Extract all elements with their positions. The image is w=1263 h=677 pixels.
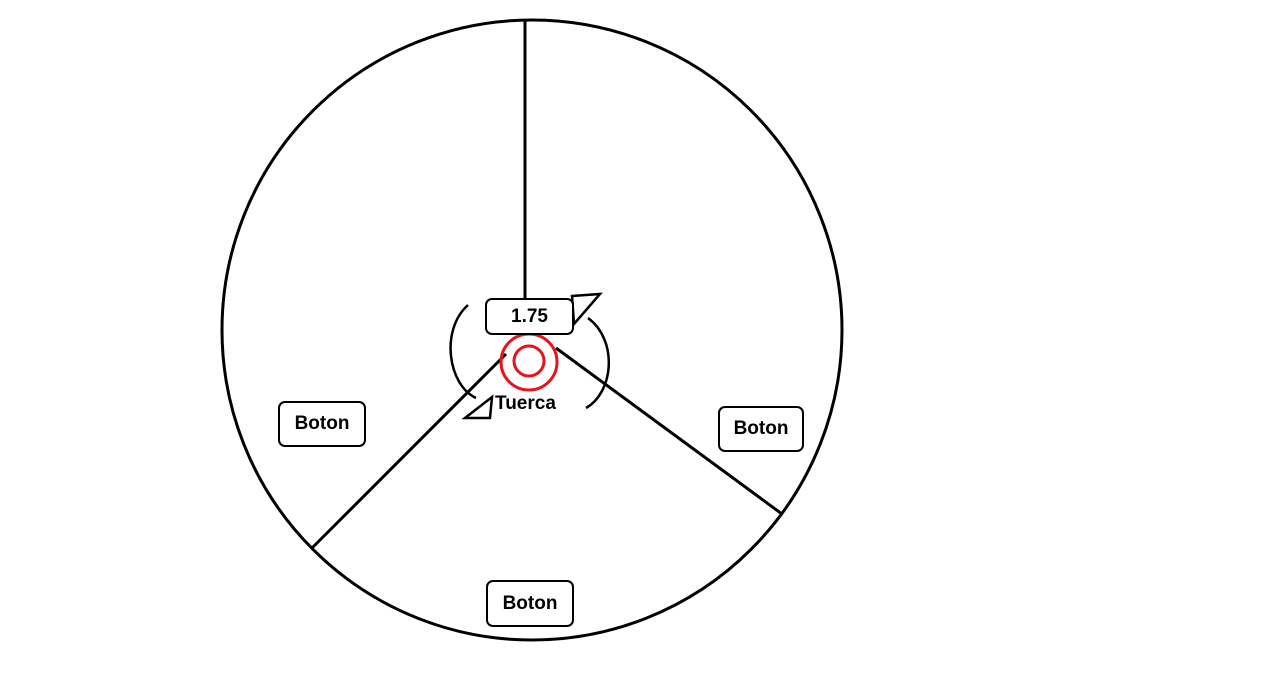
boton-button-left[interactable]: Boton <box>278 401 366 447</box>
value-display: 1.75 <box>485 298 574 335</box>
nut-inner-ring <box>512 344 546 378</box>
rotation-arc-left <box>449 304 477 400</box>
outer-wheel <box>220 18 844 642</box>
rotation-arc-right <box>585 316 610 410</box>
boton-button-bottom[interactable]: Boton <box>486 580 574 627</box>
arrowhead-top-right-icon <box>570 292 603 328</box>
spoke-left <box>310 352 508 550</box>
arrowhead-bottom-left-icon <box>461 394 494 420</box>
spoke-right <box>555 346 783 516</box>
nut-label: Tuerca <box>495 393 556 414</box>
nut-outer-ring <box>499 332 559 392</box>
boton-button-right[interactable]: Boton <box>718 406 804 452</box>
